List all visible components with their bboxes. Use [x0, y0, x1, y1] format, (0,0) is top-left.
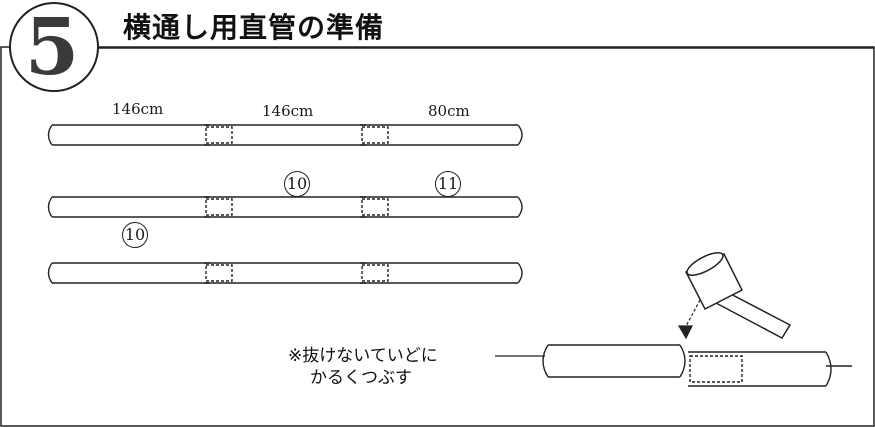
- pipe-row-3: [47, 262, 523, 284]
- crimp-note-line1: ※抜けないていどに: [288, 346, 438, 366]
- part-label-row2-right: 11: [435, 171, 461, 197]
- pipe-row-1: [47, 124, 523, 146]
- pipe-segment: [360, 196, 523, 218]
- pipe-segment: [360, 262, 523, 284]
- strike-arrow: [677, 299, 701, 340]
- pipe-segment: [204, 124, 366, 146]
- joint: [205, 264, 233, 282]
- pipe-left: [542, 344, 680, 378]
- joint: [361, 126, 389, 144]
- crimp-point: [679, 344, 686, 378]
- joint: [361, 198, 389, 216]
- pipe-right: [688, 351, 832, 387]
- pipe-row-2: [47, 196, 523, 218]
- crimp-note: ※抜けないていどに かるくつぶす: [288, 345, 438, 389]
- part-label-row2-middle: 10: [284, 171, 310, 197]
- pipe-segment: [360, 124, 523, 146]
- joint: [361, 264, 389, 282]
- pipe-segment: [47, 124, 210, 146]
- pipe-segment: [204, 196, 366, 218]
- pipe-segment: [47, 196, 210, 218]
- length-label-1: 146cm: [112, 100, 164, 118]
- length-label-2: 146cm: [262, 102, 314, 120]
- inner-joint: [689, 355, 743, 383]
- panel-frame: [0, 46, 875, 427]
- step-title: 横通し用直管の準備: [123, 11, 385, 44]
- hammer-face: [686, 252, 724, 276]
- pipe-segment: [204, 262, 366, 284]
- step-badge: [9, 2, 99, 92]
- step-number: 5: [24, 2, 80, 93]
- length-label-3: 80cm: [428, 102, 470, 120]
- joint: [205, 198, 233, 216]
- part-label-row2-left: 10: [122, 222, 148, 248]
- crimp-detail: [542, 344, 852, 387]
- hammer-icon: [684, 252, 792, 339]
- crimp-note-line2: かるくつぶす: [310, 368, 412, 388]
- joint: [205, 126, 233, 144]
- pipe-segment: [47, 262, 210, 284]
